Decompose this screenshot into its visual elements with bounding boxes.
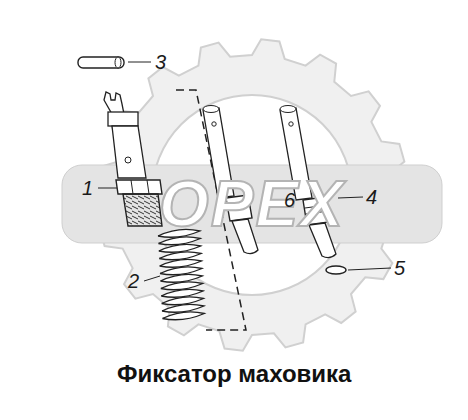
o-ring-part: [326, 266, 346, 274]
spring-coil: [159, 252, 201, 260]
gear-hub: [152, 95, 352, 295]
leader-lines: [98, 62, 391, 281]
callout-number: 6: [284, 190, 295, 210]
callout-number: 1: [82, 178, 93, 198]
spring-coil: [160, 259, 202, 267]
spring-coil: [159, 244, 201, 252]
pin-part: [78, 57, 124, 68]
spring-coil: [162, 304, 204, 312]
spring-part: [158, 229, 204, 319]
callout-number: 5: [394, 258, 405, 278]
spring-coil: [158, 237, 200, 245]
threaded-body-part: [104, 92, 162, 226]
watermark-logo: OPEX: [159, 172, 345, 236]
spring-coil: [161, 289, 203, 297]
caption: Фиксатор маховика: [117, 362, 351, 386]
spring-coil: [160, 274, 202, 282]
callout-number: 4: [366, 187, 377, 207]
callout-number: 3: [155, 52, 166, 72]
spring-coil: [160, 267, 202, 275]
callout-number: 2: [128, 271, 139, 291]
spring-coil: [162, 297, 204, 305]
spring-coil: [162, 312, 204, 320]
spring-coil: [161, 282, 203, 290]
